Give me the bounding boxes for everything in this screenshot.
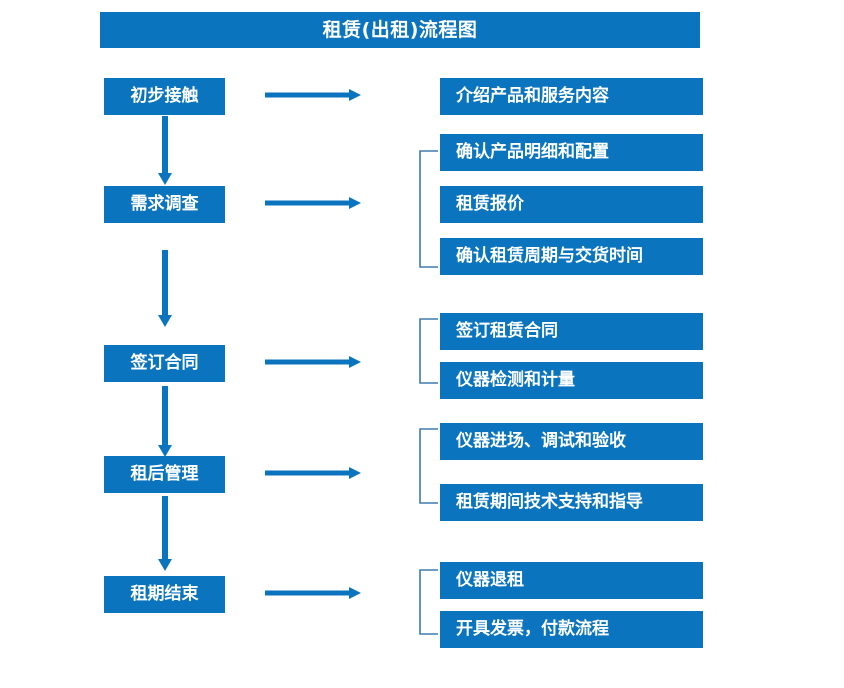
detail-node-sign-rental-contract[interactable]: 签订租赁合同 xyxy=(440,313,703,350)
arrow-stage1-to-details xyxy=(265,88,362,102)
arrow-stage1-to-stage2 xyxy=(158,116,172,186)
detail-node-instrument-return[interactable]: 仪器退租 xyxy=(440,562,703,599)
detail-node-confirm-product-spec[interactable]: 确认产品明细和配置 xyxy=(440,134,703,171)
detail-node-label: 签订租赁合同 xyxy=(456,321,558,341)
detail-node-rental-quotation[interactable]: 租赁报价 xyxy=(440,186,703,223)
stage-node-sign-contract[interactable]: 签订合同 xyxy=(104,345,225,382)
stage-node-needs-survey[interactable]: 需求调查 xyxy=(104,186,225,223)
detail-node-label: 仪器进场、调试和验收 xyxy=(456,431,626,451)
detail-node-label: 介绍产品和服务内容 xyxy=(456,86,609,106)
stage-node-post-rental-management[interactable]: 租后管理 xyxy=(104,456,225,493)
bracket-stage5-details xyxy=(418,569,440,635)
arrow-stage2-to-stage3 xyxy=(158,250,172,328)
stage-node-label: 签订合同 xyxy=(130,353,199,373)
detail-node-label: 仪器检测和计量 xyxy=(456,370,575,390)
detail-node-label: 仪器退租 xyxy=(456,570,524,590)
arrow-stage4-to-details xyxy=(265,466,362,480)
stage-node-label: 租后管理 xyxy=(130,464,199,484)
detail-node-instrument-inspection-metering[interactable]: 仪器检测和计量 xyxy=(440,362,703,399)
stage-node-rental-end[interactable]: 租期结束 xyxy=(104,576,225,613)
detail-node-technical-support-during-rental[interactable]: 租赁期间技术支持和指导 xyxy=(440,484,703,521)
bracket-stage3-details xyxy=(418,318,440,384)
chart-title-bar: 租赁(出租)流程图 xyxy=(100,12,700,48)
arrow-stage3-to-stage4 xyxy=(158,386,172,458)
detail-node-introduce-products-services[interactable]: 介绍产品和服务内容 xyxy=(440,78,703,115)
detail-node-label: 租赁期间技术支持和指导 xyxy=(456,492,643,512)
detail-node-label: 开具发票，付款流程 xyxy=(456,619,609,639)
arrow-stage4-to-stage5 xyxy=(158,496,172,572)
arrow-stage5-to-details xyxy=(265,586,362,600)
detail-node-instrument-entry-commissioning-acceptance[interactable]: 仪器进场、调试和验收 xyxy=(440,423,703,460)
stage-node-label: 初步接触 xyxy=(130,86,199,106)
detail-node-invoice-payment-process[interactable]: 开具发票，付款流程 xyxy=(440,611,703,648)
stage-node-initial-contact[interactable]: 初步接触 xyxy=(104,78,225,115)
bracket-stage4-details xyxy=(418,428,440,504)
detail-node-label: 租赁报价 xyxy=(456,194,524,214)
stage-node-label: 需求调查 xyxy=(130,194,199,214)
detail-node-label: 确认产品明细和配置 xyxy=(456,142,609,162)
chart-title-text: 租赁(出租)流程图 xyxy=(322,18,478,41)
arrow-stage3-to-details xyxy=(265,355,362,369)
detail-node-confirm-rental-period-delivery[interactable]: 确认租赁周期与交货时间 xyxy=(440,238,703,275)
detail-node-label: 确认租赁周期与交货时间 xyxy=(456,246,643,266)
arrow-stage2-to-details xyxy=(265,196,362,210)
stage-node-label: 租期结束 xyxy=(130,584,199,604)
bracket-stage2-details xyxy=(418,150,440,268)
